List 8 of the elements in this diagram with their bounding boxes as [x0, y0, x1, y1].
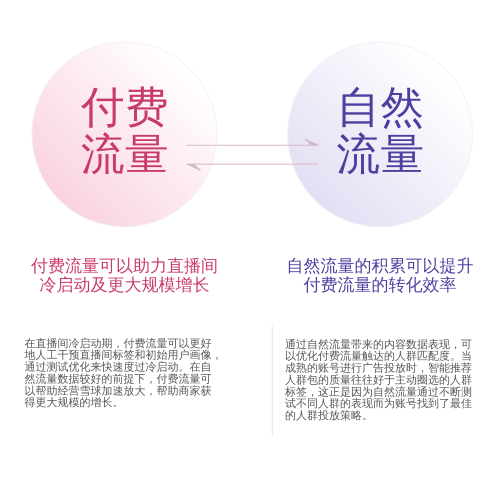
label: 通过自然流量带来的内容数据表现，可以优化付费流量触达的人群匹配度。当成熟的账号进行广告投放时，智能推荐人群包的质量往往好于主动圈选的人群标签，这正是因为自然流量通过不断测试不同人群的表现而为账号找到了最佳的人群投放策略。 — [285, 338, 472, 422]
label: 自然流量的积累可以提升付费流量的转化效率 — [286, 255, 474, 294]
arrow — [186, 164, 320, 171]
arrow — [186, 138, 320, 146]
label: 在直播间冷启动期，付费流量可以更好地人工干预直播间标签和初始用户画像，通过测试优化来快速度过冷启动。在自然流量数据较好的前提下，付费流量可以帮助经营雪球加速放大，帮助商家获得更大规模的增长。 — [24, 336, 223, 410]
label: 付费流量可以助力直播间冷启动及更大规模增长 — [30, 255, 218, 294]
node-circle: 自然流量 — [287, 41, 473, 228]
node-circle: 付费流量 — [31, 41, 218, 228]
